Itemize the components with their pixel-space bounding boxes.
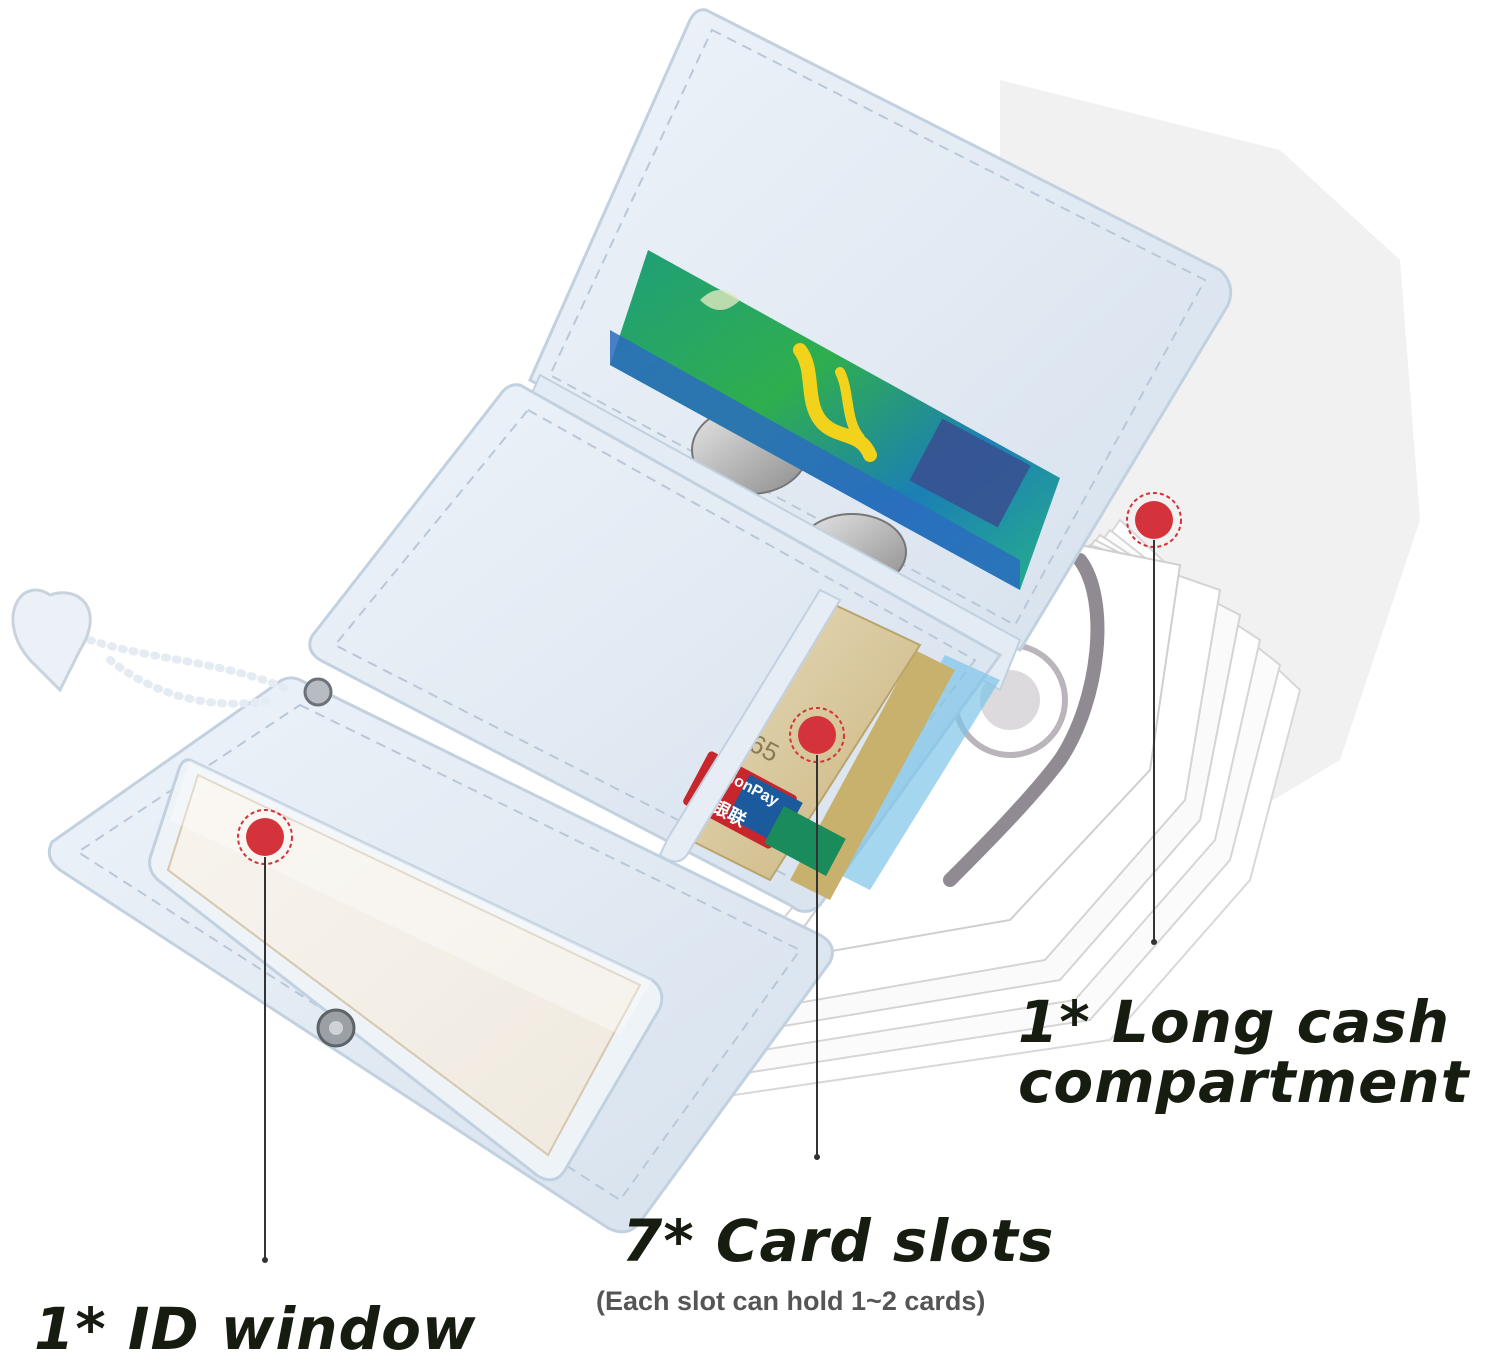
id-flap [47,676,834,1234]
card-slots-label: 7* Card slots [622,1207,1055,1275]
banknotes [697,518,1302,1102]
cash-label-line2: compartment [1018,1048,1470,1116]
cash-compartment-label: 1* Long cash compartment [1018,992,1469,1112]
cash-label-line1: 1* Long cash [1018,988,1451,1056]
decorated-card [610,250,1060,590]
marker-id [237,809,293,1263]
marker-cash [1126,492,1182,945]
heart-keychain [11,588,294,708]
card-slots-sublabel: (Each slot can hold 1~2 cards) [596,1286,986,1316]
id-window-label: 1* ID window [34,1295,477,1363]
marker-cards [789,707,845,1160]
